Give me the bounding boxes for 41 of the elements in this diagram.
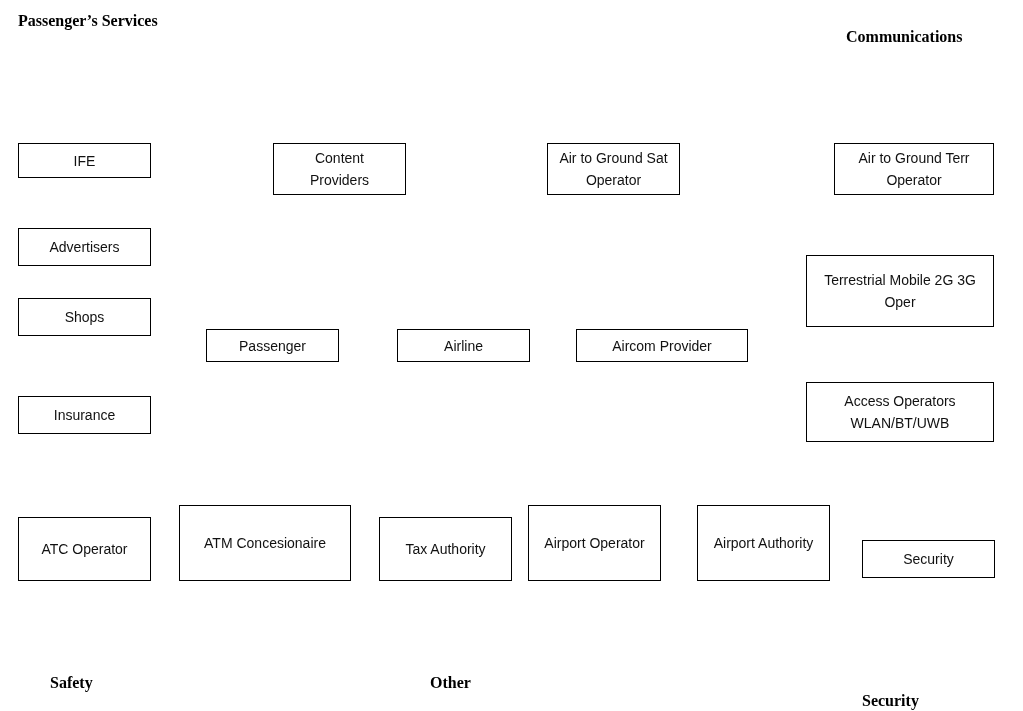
role-box (806, 255, 994, 327)
role-name: Airline (444, 336, 483, 356)
role-name: Shops (64, 308, 105, 327)
role-box (18, 396, 151, 434)
role-name: Tax Authority (405, 540, 486, 559)
role-box (18, 143, 151, 178)
category-heading: Safety (50, 674, 93, 692)
role-name: Terrestrial Mobile 2G 3G Oper (823, 271, 977, 312)
category-heading: Security (862, 692, 919, 710)
role-name: ATC Operator (41, 540, 128, 559)
role-box (18, 298, 151, 336)
role-name: Content Providers (308, 149, 371, 190)
role-box (862, 540, 995, 578)
role-box (834, 143, 994, 195)
role-box (273, 143, 406, 195)
role-box (547, 143, 680, 195)
role-name: Access Operators WLAN/BT/UWB (843, 392, 957, 433)
role-name: IFE (73, 151, 96, 171)
role-box (18, 517, 151, 581)
role-box (206, 329, 339, 362)
role-name: Airport Authority (713, 534, 814, 553)
role-name: Security (903, 550, 954, 569)
role-name: Aircom Provider (612, 336, 712, 356)
role-name: Insurance (53, 406, 116, 425)
role-name: ATM Concesionaire (204, 534, 326, 553)
role-box (179, 505, 351, 581)
role-box (576, 329, 748, 362)
role-name: Air to Ground Terr Operator (857, 149, 971, 190)
role-box (397, 329, 530, 362)
role-box (697, 505, 830, 581)
category-heading: Other (430, 674, 471, 692)
category-heading: Communications (846, 28, 963, 46)
role-box (18, 228, 151, 266)
category-heading: Passenger’s Services (18, 12, 158, 30)
role-name: Advertisers (49, 238, 120, 257)
role-box (379, 517, 512, 581)
role-name: Passenger (239, 336, 306, 356)
role-box (528, 505, 661, 581)
role-name: Air to Ground Sat Operator (558, 149, 669, 190)
role-box (806, 382, 994, 442)
role-name: Airport Operator (544, 534, 645, 553)
